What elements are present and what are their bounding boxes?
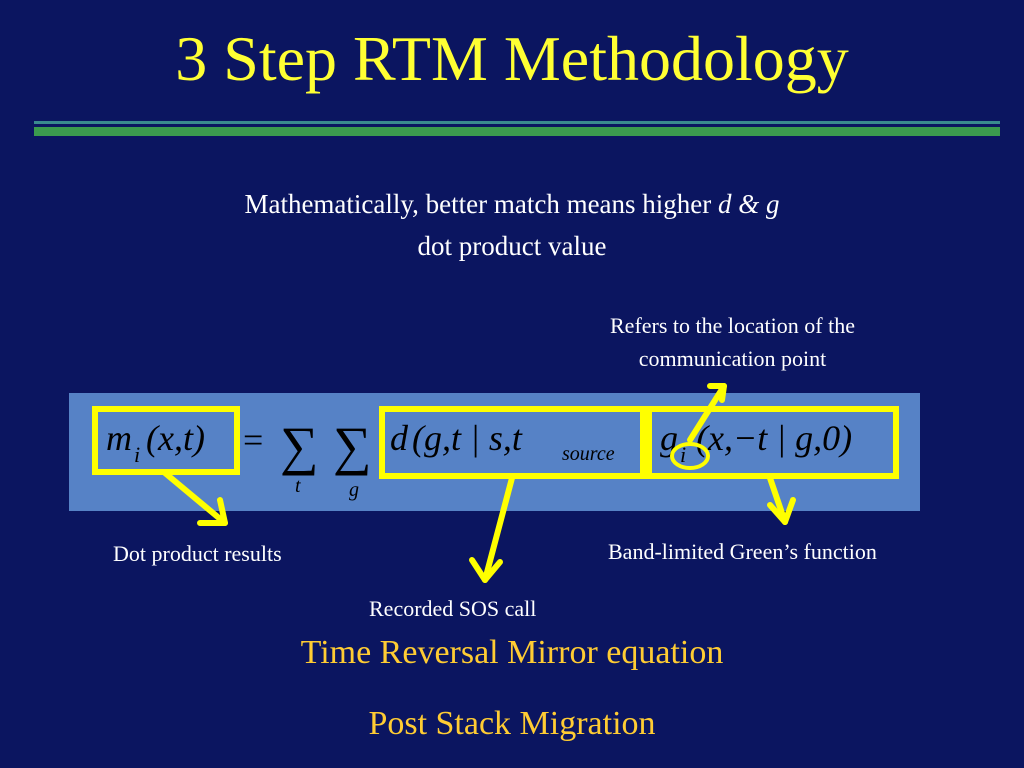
subtitle-line2: dot product value xyxy=(417,231,607,261)
annotation-greens-function: Band-limited Green’s function xyxy=(608,539,877,564)
title-rule-top xyxy=(34,121,1000,124)
annotation-recorded-sos: Recorded SOS call xyxy=(369,596,537,621)
highlight-subscript-circle xyxy=(670,442,710,470)
eq-m: m xyxy=(106,418,132,458)
annotation-dot-product: Dot product results xyxy=(113,541,282,566)
eq-source-subscript: source xyxy=(562,443,615,465)
eq-g-subscript: i xyxy=(680,442,686,467)
eq-d: d xyxy=(390,418,409,458)
arrow-recorded-head xyxy=(469,557,503,583)
slide-title: 3 Step RTM Methodology xyxy=(175,23,849,94)
eq-sum-t-index: t xyxy=(295,475,301,497)
title-rule-bottom xyxy=(34,127,1000,136)
eq-m-subscript: i xyxy=(134,442,140,467)
subtitle: Mathematically, better match means highe… xyxy=(0,183,1024,267)
arrow-location-head xyxy=(707,383,727,403)
equation-panel xyxy=(69,393,920,511)
arrow-greens-head xyxy=(767,497,796,525)
eq-g-args: (x,−t | g,0) xyxy=(696,418,852,458)
location-note: Refers to the location of the communicat… xyxy=(610,313,855,371)
highlight-green-box xyxy=(646,406,899,479)
arrow-location xyxy=(687,383,727,443)
eq-equals: = xyxy=(243,420,263,460)
trm-caption: Time Reversal Mirror equation xyxy=(300,634,724,671)
eq-sum-g-index: g xyxy=(349,479,359,501)
subtitle-line1-prefix: Mathematically, better match means highe… xyxy=(244,189,712,219)
arrow-dot-product xyxy=(162,470,228,526)
arrow-recorded xyxy=(482,475,515,583)
arrow-dot-product-head xyxy=(197,497,228,526)
eq-d-args: (g,t | s,t xyxy=(412,418,523,458)
psm-caption: Post Stack Migration xyxy=(368,705,656,742)
eq-m-args: (x,t) xyxy=(146,418,205,458)
eq-sum-t: ∑ xyxy=(280,416,319,476)
subtitle-vars: d & g xyxy=(718,189,780,219)
eq-sum-g: ∑ xyxy=(333,416,372,476)
